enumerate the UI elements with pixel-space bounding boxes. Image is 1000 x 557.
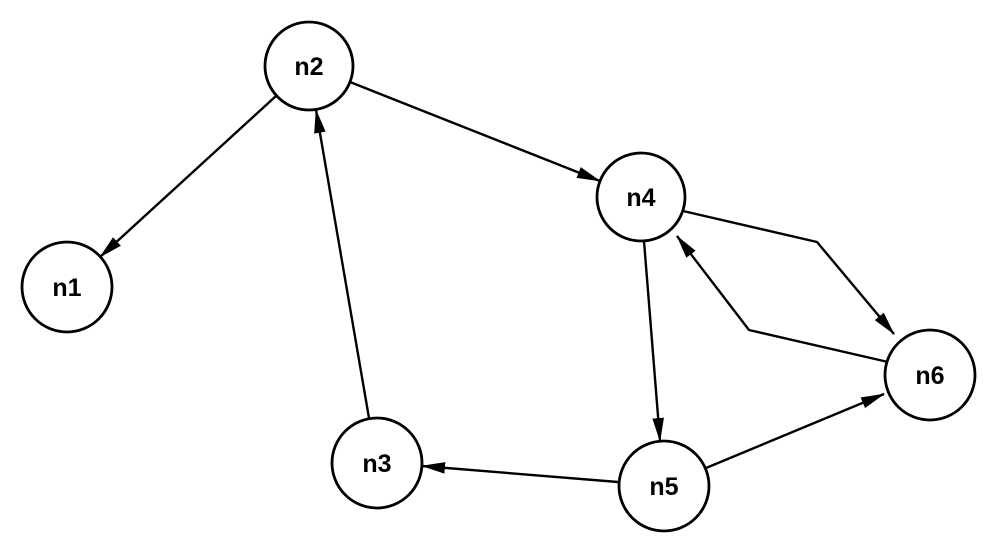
edge-n4-to-n5 — [642, 240, 664, 442]
node-circle-n2 — [263, 20, 355, 112]
edge-n2-to-n4 — [349, 80, 601, 183]
node-label-n2: n2 — [294, 53, 323, 81]
node-label-n6: n6 — [915, 362, 944, 390]
node-label-n1: n1 — [52, 274, 81, 302]
node-circle-n6 — [883, 328, 977, 422]
node-circle-n4 — [595, 151, 687, 243]
graph-node-n6: n6 — [883, 328, 977, 422]
graph-node-n3: n3 — [330, 416, 424, 510]
graph-node-n2: n2 — [263, 20, 355, 112]
edge-n5-to-n6 — [705, 392, 885, 470]
node-label-n3: n3 — [362, 450, 391, 478]
edge-n4-to-n6 — [682, 209, 895, 335]
node-label-n5: n5 — [649, 473, 678, 501]
node-circle-n5 — [617, 439, 711, 533]
edge-n2-to-n1 — [99, 95, 277, 258]
node-label-n4: n4 — [626, 184, 655, 212]
graph-node-n5: n5 — [617, 439, 711, 533]
edge-n3-to-n2 — [314, 109, 371, 419]
graph-node-n4: n4 — [595, 151, 687, 243]
edge-n6-to-n4 — [676, 235, 889, 364]
node-circle-n3 — [330, 416, 424, 510]
edge-n5-to-n3 — [421, 462, 619, 484]
node-circle-n1 — [20, 240, 114, 334]
graph-node-n1: n1 — [20, 240, 114, 334]
